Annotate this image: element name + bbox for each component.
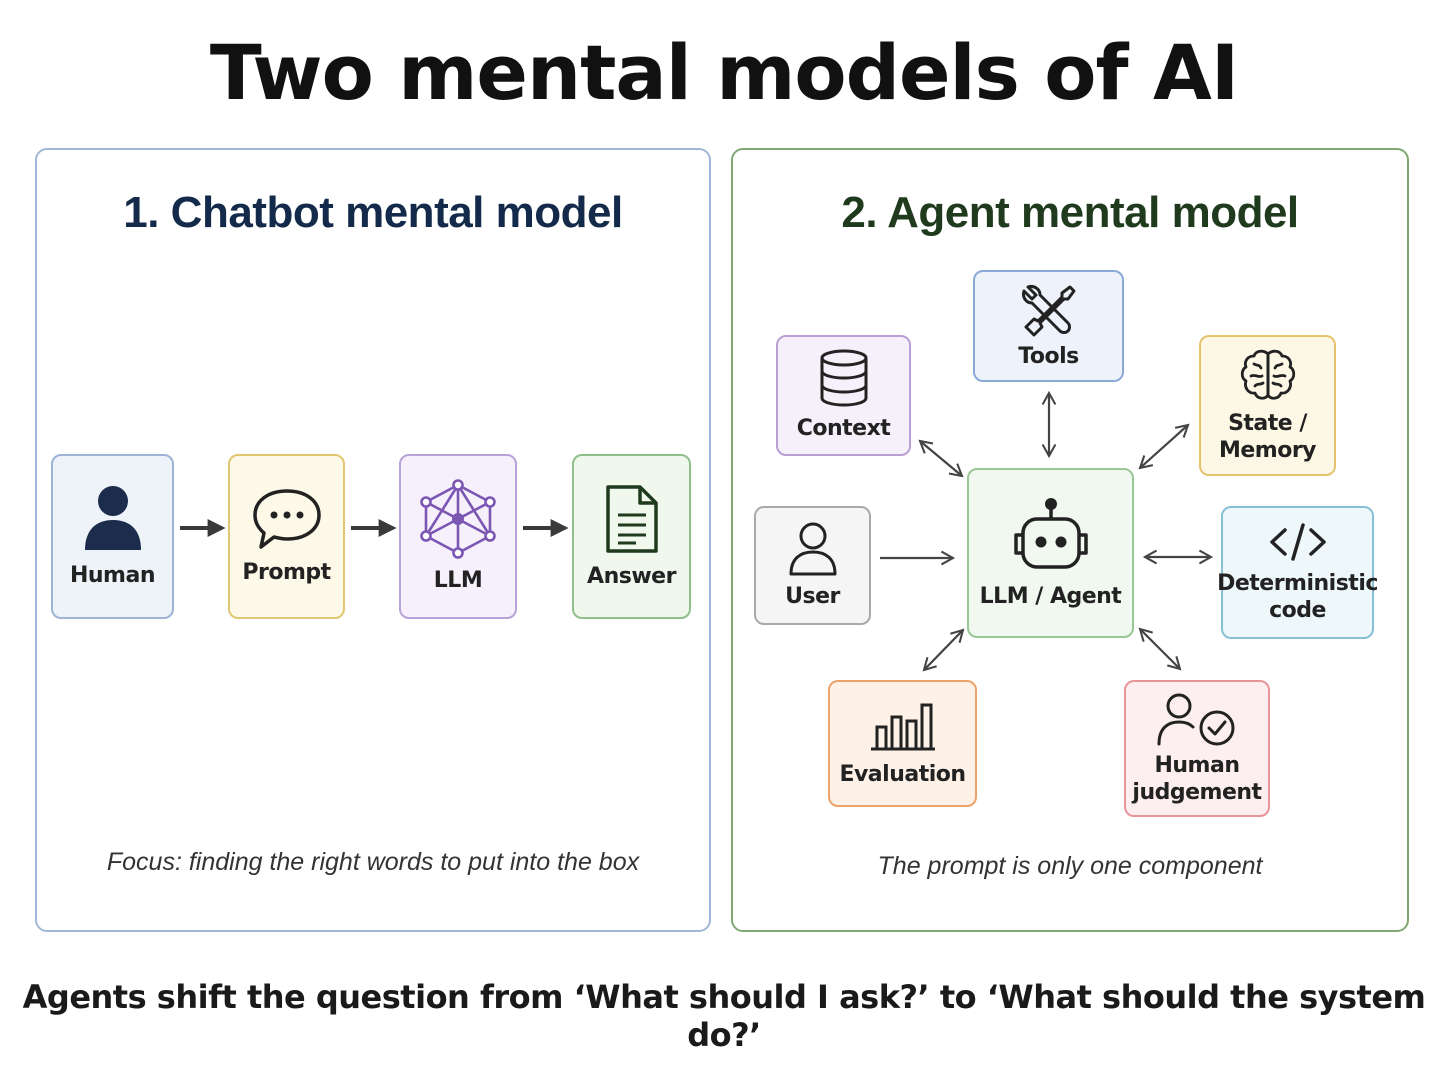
agent-caption: The prompt is only one component — [877, 852, 1263, 880]
agent-node: LLM / Agent — [967, 468, 1134, 638]
tools-node: Tools — [973, 270, 1124, 382]
agent-center-label: LLM / Agent — [979, 583, 1122, 609]
answer-node: Answer — [572, 454, 691, 619]
llm-label: LLM — [433, 568, 483, 593]
user-label: User — [785, 584, 840, 609]
prompt-node: Prompt — [228, 454, 345, 619]
robot-icon — [1013, 497, 1088, 569]
code-label: Deterministic code — [1217, 570, 1378, 623]
bar-chart-icon — [870, 703, 935, 751]
llm-node: LLM — [399, 454, 517, 619]
user-node: User — [754, 506, 871, 625]
context-label: Context — [796, 416, 891, 441]
prompt-label: Prompt — [242, 560, 331, 585]
human-node: Human — [51, 454, 174, 619]
state-label: State / Memory — [1218, 410, 1317, 463]
speech-bubble-icon — [252, 489, 321, 549]
chatbot-caption: Focus: finding the right words to put in… — [106, 848, 640, 876]
database-icon — [820, 349, 867, 407]
code-brackets-icon — [1269, 522, 1326, 561]
human-label: Human — [69, 563, 156, 588]
judgement-label: Human judgement — [1132, 752, 1262, 805]
evaluation-label: Evaluation — [839, 762, 966, 787]
footer-statement: Agents shift the question from ‘What sho… — [22, 978, 1426, 1054]
agent-panel-title: 2. Agent mental model — [841, 188, 1299, 237]
judgement-node: Human judgement — [1124, 680, 1270, 817]
page-title: Two mental models of AI — [209, 28, 1239, 117]
chatbot-panel-title: 1. Chatbot mental model — [123, 188, 623, 237]
tools-label: Tools — [1018, 343, 1079, 369]
person-check-icon — [1157, 693, 1235, 745]
user-outline-icon — [789, 522, 836, 576]
brain-icon — [1240, 349, 1295, 400]
answer-label: Answer — [587, 564, 676, 589]
wrench-screwdriver-icon — [1021, 284, 1075, 336]
evaluation-node: Evaluation — [828, 680, 977, 807]
document-icon — [605, 485, 658, 553]
person-icon — [84, 486, 141, 550]
code-node: Deterministic code — [1217, 506, 1378, 639]
context-node: Context — [776, 335, 911, 456]
network-hexagon-icon — [420, 479, 496, 559]
state-node: State / Memory — [1199, 335, 1336, 476]
